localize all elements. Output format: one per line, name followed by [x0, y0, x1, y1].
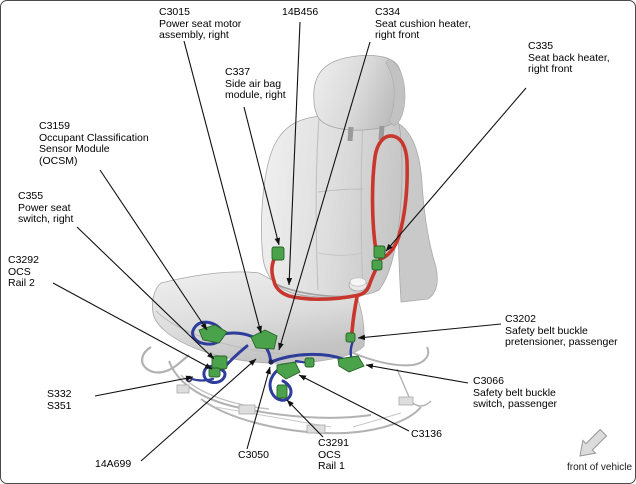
leader-c334: [278, 41, 371, 351]
callout-desc: Occupant Classification: [39, 131, 149, 144]
callout-desc: (OCSM): [39, 154, 78, 167]
callout-c3291: C3291 OCS Rail 1: [318, 437, 349, 473]
leader-c3050: [246, 366, 271, 450]
heater-loop-tail: [357, 263, 380, 297]
belt-guide-top: [349, 277, 367, 287]
callout-14a699: 14A699: [95, 458, 132, 471]
callout-c3015: C3015 Power seat motor assembly, right: [159, 6, 242, 42]
callout-c3050: C3050: [238, 449, 269, 462]
seatback-seam-right: [360, 114, 364, 292]
connector-c3292: [208, 367, 221, 378]
callout-c355: C355 Power seat switch, right: [18, 190, 74, 226]
callout-desc: Power seat: [18, 201, 71, 214]
callout-code: C355: [18, 190, 44, 202]
callout-c337: C337 Side air bag module, right: [225, 66, 286, 102]
callout-code: C3136: [411, 428, 442, 440]
callout-14b456: 14B456: [282, 6, 319, 19]
connector-c3136: [276, 361, 301, 380]
callout-code: C3050: [238, 449, 269, 461]
callout-c3202: C3202 Safety belt buckle pretensioner, p…: [505, 313, 618, 349]
callout-c3066: C3066 Safety belt buckle switch, passeng…: [473, 375, 558, 411]
callout-c3136: C3136: [411, 428, 442, 441]
callout-code: C3291: [318, 437, 349, 449]
callout-desc: Seat cushion heater,: [375, 17, 471, 30]
callout-c335: C335 Seat back heater, right front: [528, 40, 610, 76]
callout-code: 14A699: [95, 458, 132, 470]
leader-c3202: [357, 323, 502, 341]
callout-c334: C334 Seat cushion heater, right front: [375, 6, 471, 42]
connector-c3202: [345, 332, 356, 343]
leader-14b456: [286, 21, 301, 286]
leader-c3136: [298, 374, 410, 432]
connector-c337: [271, 246, 285, 261]
ocs-rail1-loop: [268, 365, 293, 402]
connectors: [198, 245, 386, 399]
front-of-vehicle-caption: front of vehicle: [567, 462, 633, 473]
heater-bight-run: [270, 254, 361, 302]
leader-c3066: [365, 363, 469, 384]
front-of-vehicle-arrow: [579, 428, 608, 457]
callout-desc: right front: [375, 29, 420, 41]
callout-code: C334: [375, 6, 401, 18]
heater-pretensioner-drop: [350, 295, 359, 334]
connector-c3291: [276, 384, 288, 399]
connector-c355: [211, 355, 228, 370]
callout-desc: Rail 1: [318, 460, 345, 472]
callout-s332-s351: S332 S351: [47, 388, 72, 412]
callout-desc: S351: [47, 399, 72, 412]
connector-c335: [373, 245, 386, 259]
callout-desc: Seat back heater,: [528, 51, 610, 64]
callout-code: C337: [225, 66, 251, 78]
callout-desc: right front: [528, 63, 573, 75]
leader-c337: [243, 106, 280, 246]
callout-code: C335: [528, 40, 554, 52]
callout-desc: pretensioner, passenger: [505, 336, 618, 348]
harness-junction: [268, 359, 274, 365]
leader-c3015: [183, 40, 262, 334]
callout-code: C3015: [159, 6, 190, 18]
callout-code: S332: [47, 388, 72, 400]
callout-code: C3292: [8, 254, 39, 266]
callout-code: C3066: [473, 375, 504, 387]
headrest-post-left: [347, 126, 354, 142]
connector-c335b: [371, 259, 383, 271]
callout-desc: Side air bag: [225, 77, 282, 90]
connector-c3015: [250, 329, 278, 350]
leader-c3292: [52, 282, 213, 370]
callout-desc: Rail 2: [8, 277, 35, 289]
callout-code: C3202: [505, 313, 536, 325]
leader-c3159: [99, 169, 208, 331]
callout-c3159: C3159 Occupant Classification Sensor Mod…: [39, 120, 149, 167]
callout-desc: Sensor Module: [39, 143, 110, 155]
callout-desc: Safety belt buckle: [505, 324, 588, 337]
callout-desc: Power seat motor: [159, 17, 242, 30]
headrest-back-panel: [385, 58, 406, 127]
callout-desc: Safety belt buckle: [473, 386, 556, 399]
seatback-seam-horizontal: [317, 188, 364, 193]
callout-desc: OCS: [318, 448, 341, 461]
callout-c3292: C3292 OCS Rail 2: [8, 254, 39, 290]
callout-code: C3159: [39, 120, 70, 132]
callout-desc: module, right: [225, 89, 286, 101]
leader-s332: [94, 375, 194, 397]
leader-c335: [385, 87, 527, 252]
leader-c3291: [286, 399, 324, 438]
connector-c3066: [337, 355, 365, 373]
callout-desc: switch, passenger: [473, 398, 558, 410]
leader-14a699: [140, 358, 257, 462]
leader-c355: [76, 226, 215, 360]
callout-desc: assembly, right: [159, 29, 229, 41]
seat-base-frame: [141, 346, 432, 435]
callout-desc: switch, right: [18, 213, 74, 225]
leader-lines: [52, 21, 527, 462]
connector-under-cushion: [304, 357, 315, 368]
seatback-seam-left: [315, 116, 320, 291]
callout-desc: OCS: [8, 265, 31, 278]
cushion-front-crease: [155, 310, 362, 357]
headrest-post-right: [378, 125, 385, 141]
seatback-seam-lower: [317, 252, 364, 256]
callout-code: 14B456: [282, 6, 319, 18]
ocs-splice-branch: [190, 377, 215, 382]
